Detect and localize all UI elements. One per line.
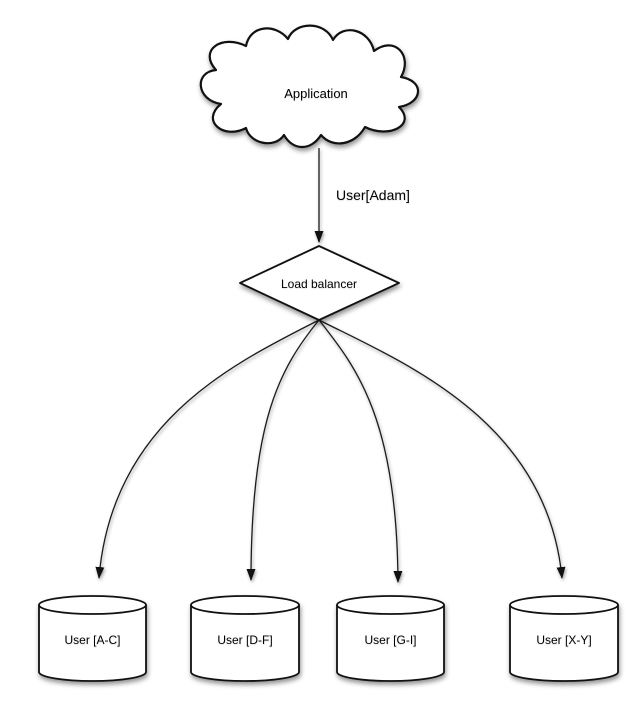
shard-label-1: User [A-C] [64,633,121,647]
shard-cylinder-2 [190,595,300,682]
cylinder-top-ellipse [336,595,445,615]
cylinder-top-ellipse [38,595,147,615]
cylinder-top-ellipse [190,595,300,615]
edge-loadbalancer-to-shard-3 [318,319,403,583]
application-label: Application [284,86,348,101]
edge-label-user-adam: User[Adam] [336,187,410,203]
shard-cylinder-4 [509,595,619,682]
shard-label-4: User [X-Y] [536,633,592,647]
edge-loadbalancer-to-shard-2 [246,319,320,581]
edge-loadbalancer-to-shard-1 [95,319,320,579]
cylinder-body [38,605,147,682]
shapes [38,24,619,682]
load-balancer-diamond [239,245,400,321]
shard-label-2: User [D-F] [217,633,273,647]
load-balancer-label: Load balancer [280,277,358,291]
shard-cylinder-3 [336,595,445,682]
edge-loadbalancer-to-shard-4 [318,319,566,579]
cylinder-top-ellipse [509,595,619,615]
shard-label-3: User [G-I] [364,633,417,647]
connectors [95,148,566,583]
cylinder-body [336,605,445,682]
cylinder-body [509,605,619,682]
shard-cylinder-1 [38,595,147,682]
cylinder-body [190,605,300,682]
application-cloud-shape [199,24,420,149]
